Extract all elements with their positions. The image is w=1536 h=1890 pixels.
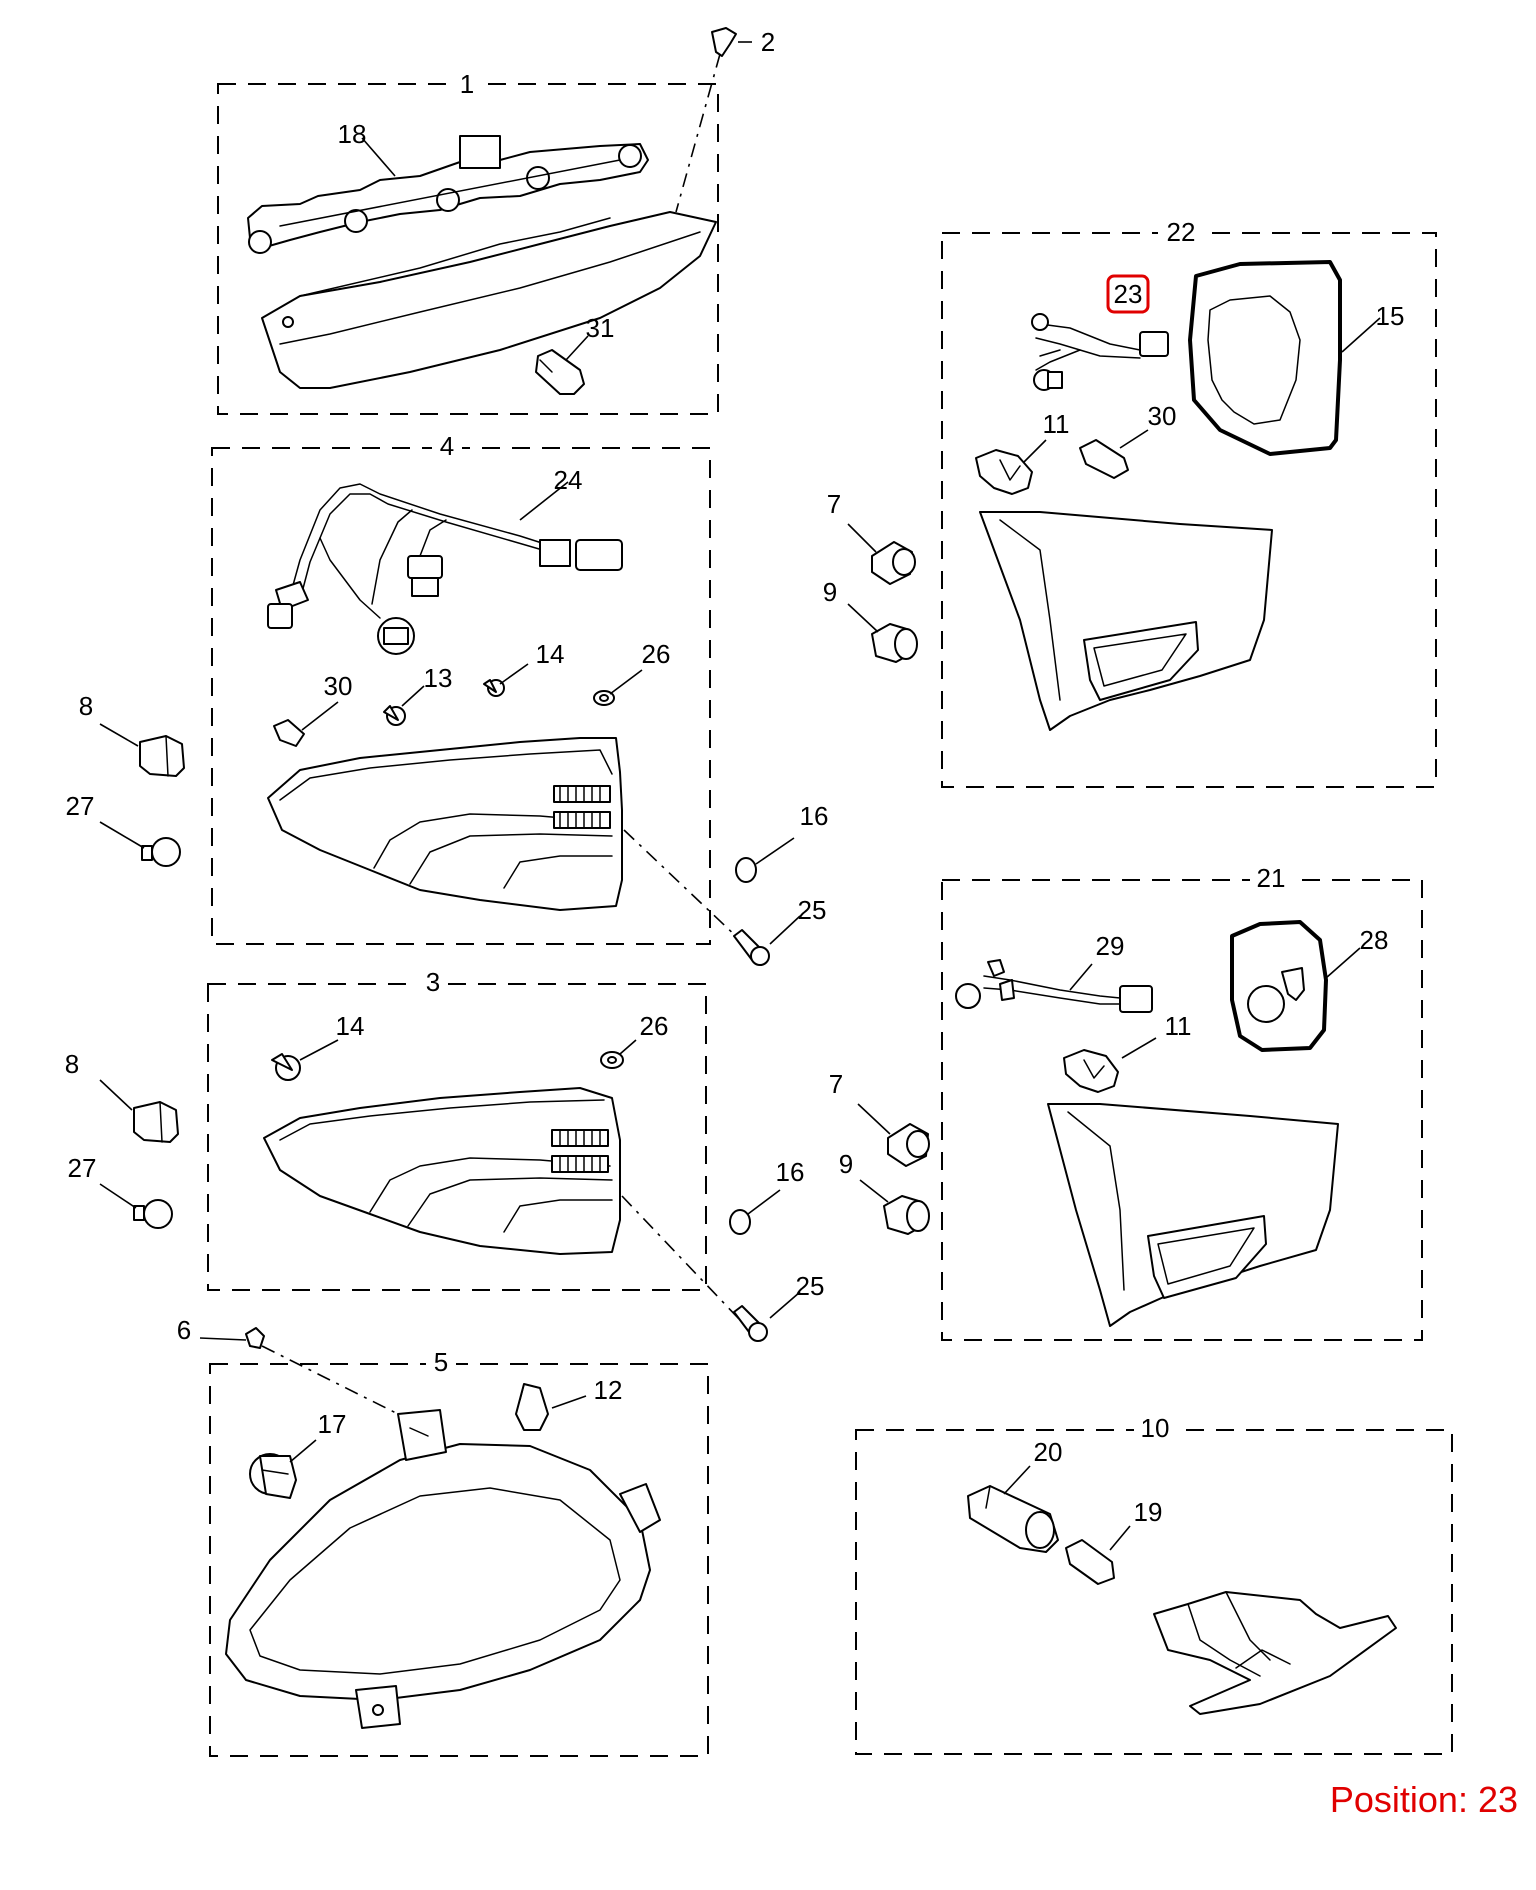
group-21-inner-tail-lamp <box>941 879 1423 1341</box>
part-2-screw[interactable] <box>711 27 737 57</box>
callout-13[interactable]: 13 <box>424 663 453 693</box>
callout-27-upper[interactable]: 27 <box>66 791 95 821</box>
part-8-clip-lower[interactable] <box>133 1101 179 1143</box>
callout-8-lower[interactable]: 8 <box>65 1049 79 1079</box>
part-14-bulb-lower[interactable] <box>271 1053 301 1081</box>
callout-28[interactable]: 28 <box>1360 925 1389 955</box>
part-30-bulb-upper[interactable] <box>273 719 305 747</box>
part-7-nut-upper[interactable] <box>871 541 916 585</box>
part-10-lamp-body[interactable] <box>1153 1591 1397 1715</box>
part-25-bolt-upper[interactable] <box>733 929 770 966</box>
part-13-bulb[interactable] <box>383 705 406 726</box>
callout-26-lower[interactable]: 26 <box>640 1011 669 1041</box>
part-29-harness[interactable] <box>955 959 1153 1013</box>
part-19-bulb[interactable] <box>1065 1539 1115 1585</box>
callout-24[interactable]: 24 <box>554 465 583 495</box>
part-26-washer-upper[interactable] <box>593 690 615 706</box>
part-6-screw[interactable] <box>245 1327 265 1349</box>
callout-29[interactable]: 29 <box>1096 931 1125 961</box>
part-31-bulb[interactable] <box>535 349 585 395</box>
part-16-cap-lower[interactable] <box>729 1209 751 1235</box>
callout-22[interactable]: 22 <box>1167 217 1196 247</box>
part-27-fastener-lower[interactable] <box>133 1199 173 1229</box>
part-1-lamp-housing[interactable] <box>261 211 717 389</box>
part-4-tail-lamp-body[interactable] <box>267 737 623 911</box>
group-5-reverse-lamp <box>199 1327 709 1757</box>
callout-15[interactable]: 15 <box>1376 301 1405 331</box>
group-21-box <box>941 879 1423 1341</box>
part-23-harness[interactable] <box>1031 313 1169 391</box>
leader-2-dash <box>675 53 721 213</box>
callout-27-lower[interactable]: 27 <box>68 1153 97 1183</box>
callout-14-upper[interactable]: 14 <box>536 639 565 669</box>
part-9-nut-lower[interactable] <box>883 1195 930 1235</box>
part-17-socket[interactable] <box>249 1453 297 1499</box>
group-4-outer-tail-lamp <box>211 447 741 945</box>
group-10-box <box>855 1429 1453 1755</box>
callout-16-lower[interactable]: 16 <box>776 1157 805 1187</box>
part-16-cap-upper[interactable] <box>735 857 757 883</box>
part-3-tail-lamp-body[interactable] <box>263 1087 621 1255</box>
part-15-gasket[interactable] <box>1188 260 1342 456</box>
part-7-nut-lower[interactable] <box>887 1123 930 1167</box>
callout-7-upper[interactable]: 7 <box>827 489 841 519</box>
callout-25-lower[interactable]: 25 <box>796 1271 825 1301</box>
callout-16-upper[interactable]: 16 <box>800 801 829 831</box>
callout-4[interactable]: 4 <box>440 431 454 461</box>
part-26-washer-lower[interactable] <box>600 1051 624 1069</box>
callout-23[interactable]: 23 <box>1114 279 1143 309</box>
callout-9-upper[interactable]: 9 <box>823 577 837 607</box>
position-label: Position: 23 <box>1330 1779 1518 1820</box>
callout-30-upper[interactable]: 30 <box>324 671 353 701</box>
group-10-licence-lamp <box>855 1429 1453 1755</box>
callout-7-lower[interactable]: 7 <box>829 1069 843 1099</box>
part-21-inner-lamp-body[interactable] <box>1047 1103 1339 1327</box>
part-8-clip-upper[interactable] <box>139 735 185 777</box>
part-11-bulb-upper[interactable] <box>975 449 1033 495</box>
callout-20[interactable]: 20 <box>1034 1437 1063 1467</box>
callout-19[interactable]: 19 <box>1134 1497 1163 1527</box>
part-18-harness-bracket[interactable] <box>247 135 649 254</box>
callout-5[interactable]: 5 <box>434 1347 448 1377</box>
callout-14-lower[interactable]: 14 <box>336 1011 365 1041</box>
part-12-bulb[interactable] <box>515 1383 549 1431</box>
callout-31[interactable]: 31 <box>586 313 615 343</box>
part-22-inner-lamp-body[interactable] <box>979 511 1273 731</box>
group-1-high-mount-stop-lamp <box>217 27 752 415</box>
callout-25-upper[interactable]: 25 <box>798 895 827 925</box>
callout-23-highlight <box>1106 274 1150 314</box>
group-3-outer-tail-lamp <box>207 983 741 1321</box>
callout-2[interactable]: 2 <box>761 27 775 57</box>
part-27-fastener-upper[interactable] <box>141 837 181 867</box>
callout-11-lower[interactable]: 11 <box>1165 1011 1192 1041</box>
callout-17[interactable]: 17 <box>318 1409 347 1439</box>
callout-11-upper[interactable]: 11 <box>1043 409 1070 439</box>
callout-6[interactable]: 6 <box>177 1315 191 1345</box>
callout-12[interactable]: 12 <box>594 1375 623 1405</box>
part-30-bulb-right[interactable] <box>1079 439 1129 479</box>
group-5-box <box>209 1363 709 1757</box>
part-25-bolt-lower[interactable] <box>733 1305 768 1342</box>
part-28-gasket[interactable] <box>1230 920 1328 1052</box>
group-3-box <box>207 983 707 1291</box>
group-22-box <box>941 232 1437 788</box>
callout-3[interactable]: 3 <box>426 967 440 997</box>
part-11-bulb-lower[interactable] <box>1063 1049 1119 1093</box>
callout-10[interactable]: 10 <box>1141 1413 1170 1443</box>
part-24-wiring-harness[interactable] <box>267 483 623 655</box>
part-9-nut-upper[interactable] <box>871 623 918 663</box>
callout-26-upper[interactable]: 26 <box>642 639 671 669</box>
callout-30-right[interactable]: 30 <box>1148 401 1177 431</box>
callout-9-lower[interactable]: 9 <box>839 1149 853 1179</box>
part-5-lamp-body[interactable] <box>225 1409 661 1729</box>
group-22-inner-tail-lamp <box>941 232 1437 788</box>
callout-18[interactable]: 18 <box>338 119 367 149</box>
callout-21[interactable]: 21 <box>1257 863 1286 893</box>
callout-labels: 1 2 18 31 4 24 30 13 14 26 8 27 16 25 3 … <box>65 27 1405 1527</box>
part-20-socket[interactable] <box>967 1485 1059 1553</box>
callout-8-upper[interactable]: 8 <box>79 691 93 721</box>
callout-1[interactable]: 1 <box>460 69 474 99</box>
